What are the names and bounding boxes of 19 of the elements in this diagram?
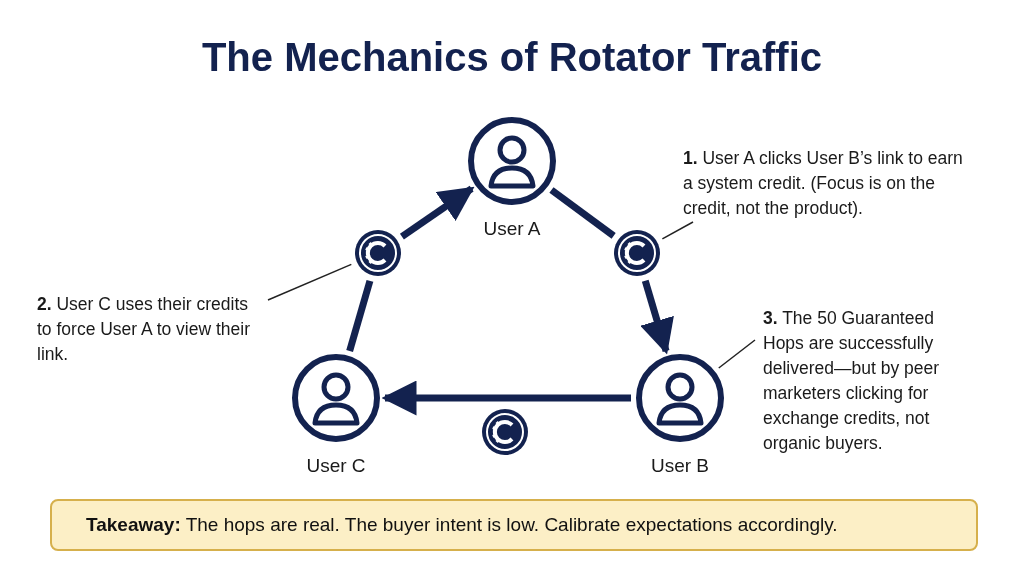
- arrow: [399, 185, 475, 240]
- connector-line: [346, 279, 374, 352]
- annotation-text: 3. The 50 Guaranteed Hops are successfully delivered—but by peer marketers clicking for exchange credits, not organic buyers.: [763, 307, 941, 455]
- coin-icon: [354, 229, 402, 277]
- leader-line: [718, 339, 756, 369]
- diagram-title: The Mechanics of Rotator Traffic: [200, 34, 824, 81]
- user-label: User A: [483, 217, 541, 241]
- leader-line: [267, 263, 353, 301]
- leader-line: [661, 221, 694, 240]
- annotation-text: 1. User A clicks User B’s link to earn a system credit. (Focus is on the credit, not the product).: [683, 147, 964, 220]
- connector-line: [549, 187, 616, 239]
- user-label: User B: [650, 454, 710, 478]
- coin-icon: [481, 408, 529, 456]
- takeaway-banner: [50, 499, 978, 551]
- arrow: [640, 279, 674, 355]
- coin-icon: [613, 229, 661, 277]
- annotation-text: 2. User C uses their credits to force User A to view their link.: [37, 293, 251, 366]
- takeaway-text: Takeaway: The hops are real. The buyer intent is low. Calibrate expectations accordingly.: [86, 512, 838, 537]
- user-label: User C: [306, 454, 366, 478]
